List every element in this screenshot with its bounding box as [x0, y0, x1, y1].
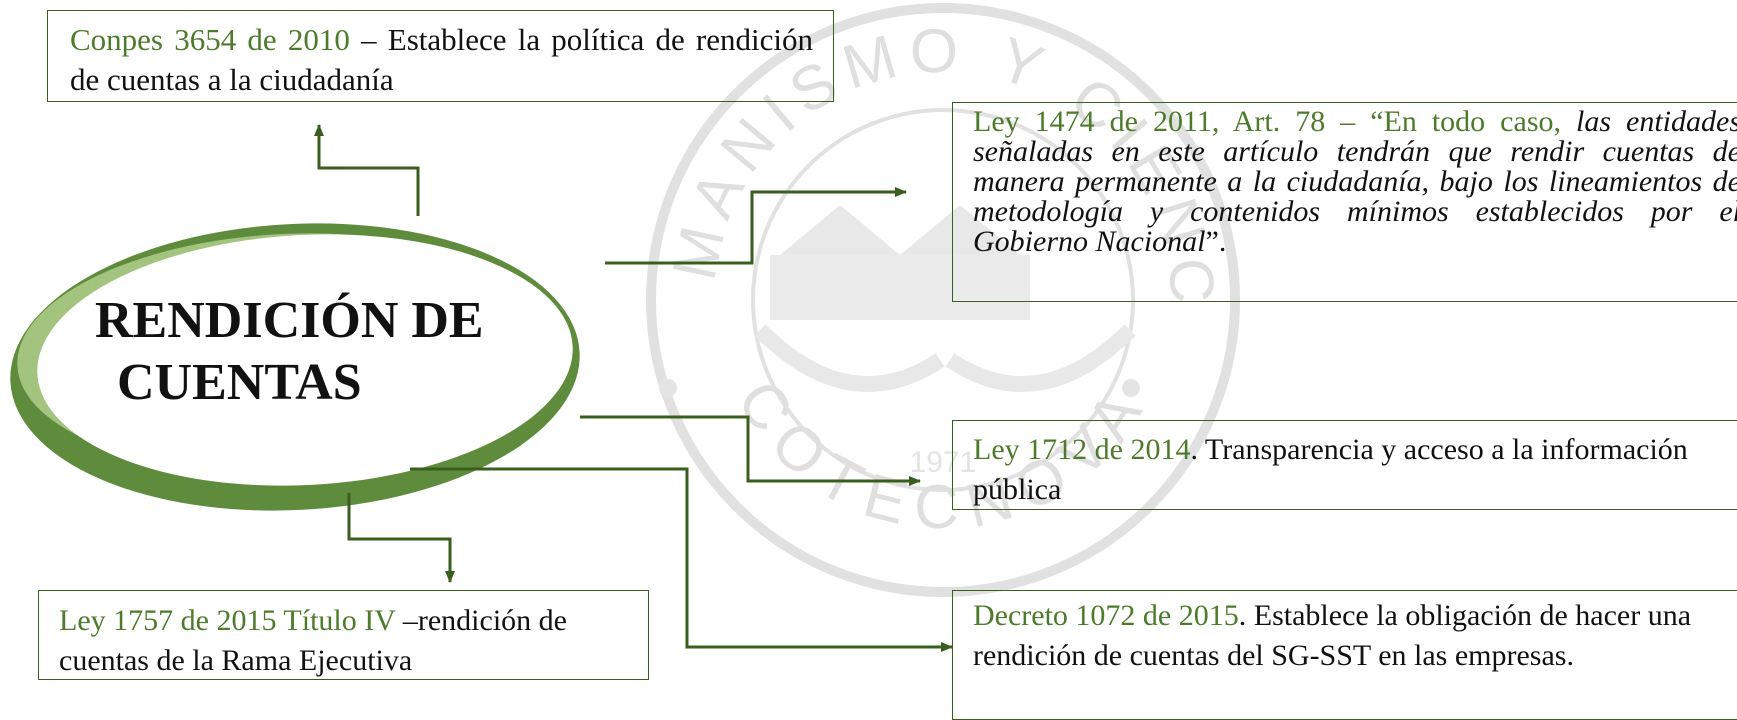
- ley1712-description: . Transparencia y acceso a la informació…: [973, 433, 1688, 506]
- ley1474-text: Ley 1474 de 2011, Art. 78 – “En todo cas…: [973, 107, 1737, 257]
- ley1757-reference: Ley 1757 de 2015 Título IV: [59, 604, 396, 637]
- ley1474-reference: Ley 1474 de 2011: [973, 105, 1212, 138]
- decreto-text: Decreto 1072 de 2015. Establece la oblig…: [973, 596, 1721, 676]
- ley1474-article: , Art. 78 – “En todo caso,: [1211, 105, 1576, 138]
- ley1757-description: –rendición de cuentas de la Rama Ejecuti…: [59, 604, 567, 677]
- connector-to-ley1474: [605, 187, 907, 265]
- center-title: RENDICIÓN DE CUENTAS: [95, 290, 535, 414]
- conpes-text: Conpes 3654 de 2010 – Establece la polít…: [70, 20, 813, 100]
- ley1474-box: Ley 1474 de 2011, Art. 78 – “En todo cas…: [952, 102, 1737, 302]
- ley1712-box: Ley 1712 de 2014. Transparencia y acceso…: [952, 420, 1737, 510]
- decreto-reference: Decreto 1072 de 2015: [973, 599, 1239, 632]
- conpes-description: – Establece la política de rendición de …: [70, 22, 813, 97]
- connector-to-decreto: [410, 467, 953, 652]
- center-title-line1: RENDICIÓN DE: [95, 292, 484, 349]
- ley1712-reference: Ley 1712 de 2014: [973, 433, 1191, 466]
- connector-to-conpes: [314, 124, 420, 216]
- decreto-box: Decreto 1072 de 2015. Establece la oblig…: [952, 590, 1737, 720]
- decreto-description: . Establece la obligación de hacer una r…: [973, 599, 1692, 672]
- ley1757-text: Ley 1757 de 2015 Título IV –rendición de…: [59, 601, 628, 681]
- center-ellipse-inner: [37, 234, 573, 486]
- conpes-reference: Conpes 3654 de 2010: [70, 22, 350, 57]
- ley1474-quote: las entidades señaladas en este artículo…: [973, 105, 1737, 258]
- center-title-line2: CUENTAS: [117, 354, 362, 411]
- connector-to-ley1712: [580, 415, 921, 486]
- conpes-box: Conpes 3654 de 2010 – Establece la polít…: [47, 10, 834, 102]
- watermark-year: 1971: [910, 446, 977, 479]
- ley1712-text: Ley 1712 de 2014. Transparencia y acceso…: [973, 430, 1721, 510]
- connector-to-ley1757: [347, 493, 455, 583]
- ley1474-quote-end: ”.: [1205, 225, 1227, 258]
- ley1757-box: Ley 1757 de 2015 Título IV –rendición de…: [38, 590, 649, 680]
